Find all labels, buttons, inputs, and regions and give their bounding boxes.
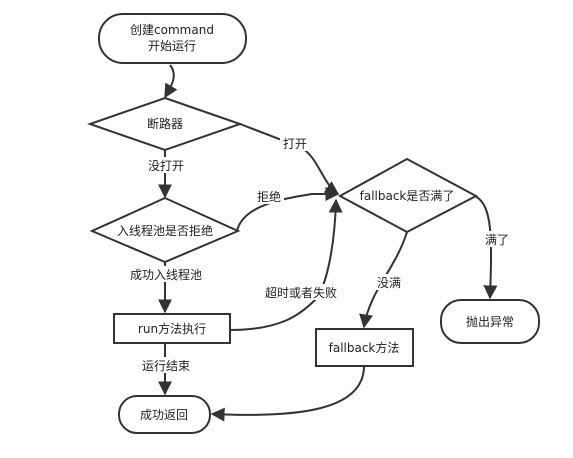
edge-label-open: 打开 bbox=[283, 137, 307, 151]
node-pool: 入线程池是否拒绝 bbox=[89, 196, 241, 264]
node-fallback-method: fallback方法 bbox=[315, 328, 414, 367]
edge-label-timeout-fail: 超时或者失败 bbox=[265, 285, 337, 300]
edge-fallback-full-to-throw bbox=[474, 195, 498, 300]
node-start-line1: 创建command bbox=[130, 23, 214, 37]
node-success: 成功返回 bbox=[118, 395, 211, 434]
node-fallback-full: fallback是否满了 bbox=[337, 157, 479, 234]
node-start: 创建command 开始运行 bbox=[98, 13, 247, 64]
edge-label-run-end: 运行结束 bbox=[142, 359, 190, 373]
edge-run-to-fallback-full bbox=[229, 198, 343, 331]
edge-breaker-to-fallback-full bbox=[239, 123, 340, 195]
edge-start-to-breaker bbox=[164, 64, 178, 99]
edge-pool-to-fallback-full bbox=[236, 187, 340, 232]
node-throw: 抛出异常 bbox=[440, 299, 540, 344]
edge-label-pool-ok: 成功入线程池 bbox=[130, 267, 202, 282]
node-start-line2: 开始运行 bbox=[148, 39, 196, 53]
edge-label-full: 满了 bbox=[485, 233, 509, 247]
node-throw-label: 抛出异常 bbox=[466, 314, 514, 329]
node-run: run方法执行 bbox=[113, 313, 231, 344]
node-pool-label: 入线程池是否拒绝 bbox=[117, 223, 213, 238]
edge-label-not-full: 没满 bbox=[377, 275, 401, 290]
node-breaker-label: 断路器 bbox=[147, 116, 183, 131]
node-breaker: 断路器 bbox=[86, 96, 244, 152]
node-fallback-full-label: fallback是否满了 bbox=[360, 189, 455, 203]
node-fallback-method-label: fallback方法 bbox=[329, 340, 400, 355]
edge-label-not-open: 没打开 bbox=[148, 158, 184, 173]
node-run-label: run方法执行 bbox=[138, 321, 206, 336]
edge-label-reject: 拒绝 bbox=[257, 189, 281, 204]
edge-method-to-success bbox=[210, 365, 365, 422]
node-success-label: 成功返回 bbox=[140, 408, 188, 422]
